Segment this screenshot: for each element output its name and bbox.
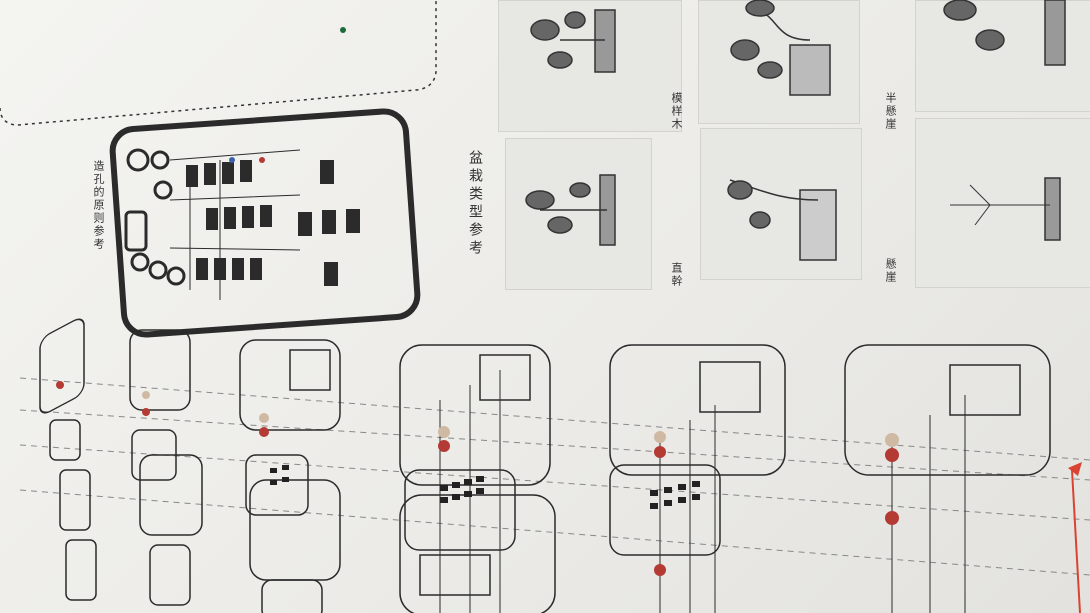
- device-assembly-3: [239, 339, 341, 613]
- device-assembly-2: [129, 329, 203, 606]
- schematic-components: [186, 160, 360, 286]
- bonsai-tile-top-2: [698, 0, 860, 124]
- dot-mark: [340, 27, 346, 33]
- bonsai-tree-icon: [530, 9, 616, 73]
- connector-discs: [56, 381, 899, 576]
- red-arrow-head: [1068, 462, 1082, 476]
- board-chips: [270, 465, 700, 509]
- red-axis-line: [1071, 469, 1081, 613]
- sensor-circle: [126, 148, 150, 172]
- device-assembly-4: [399, 344, 556, 613]
- main-schematic: [109, 108, 421, 338]
- hole-principle-label: 造孔的原则参考: [92, 160, 105, 251]
- mottled-wood-label: 模样木: [670, 92, 683, 131]
- bonsai-tile-bottom-1: [505, 138, 652, 290]
- bonsai-tile-bottom-3: [915, 118, 1090, 288]
- dashed-card-outline: [0, 0, 437, 126]
- bonsai-reference-label: 盆栽类型参考: [467, 150, 483, 258]
- semi-cascade-label: 半懸崖: [884, 92, 897, 131]
- bonsai-tree-icon: [727, 179, 837, 261]
- bonsai-tree-icon: [943, 0, 1066, 66]
- device-assembly-6: [844, 344, 1051, 613]
- device-assembly-1: [39, 318, 97, 601]
- bonsai-tree-icon: [525, 174, 616, 246]
- cascade-label: 懸崖: [884, 258, 897, 284]
- straight-trunk-label: 直幹: [670, 262, 683, 288]
- bonsai-tree-icon: [730, 0, 831, 96]
- bonsai-tree-icon: [950, 177, 1061, 241]
- schematic-board-outline: [109, 108, 421, 338]
- device-assembly-5: [609, 344, 786, 613]
- bonsai-tile-top-1: [498, 0, 682, 132]
